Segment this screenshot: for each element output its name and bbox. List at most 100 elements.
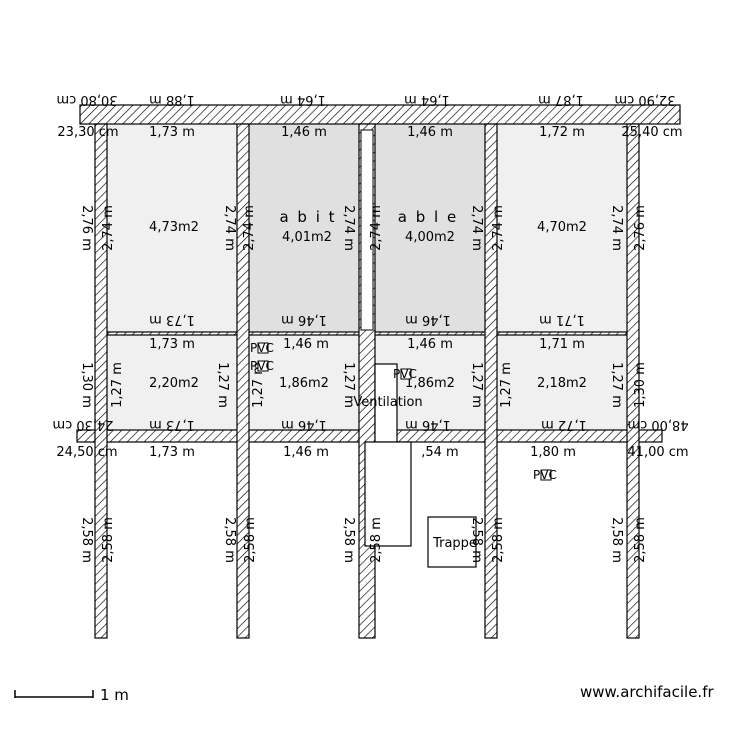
dim-v-upper-right-outer: 2,76 m: [633, 205, 648, 251]
dim-leg-4a: 2,58 m: [469, 517, 484, 563]
area-room-1: 4,73m2: [149, 220, 199, 235]
ventilation-duct-lower: [364, 441, 412, 547]
lower-bottom-dimensions: 24,30 cm 1,73 m 1,46 m 1,46 m 1,72 m 48,…: [52, 417, 688, 432]
pvc-label-4: PVC: [533, 468, 557, 482]
dim-leg-1b: 2,58 m: [101, 517, 116, 563]
dim-below-1: 24,50 cm: [56, 445, 117, 460]
lower-top-dimensions: 1,73 m 1,46 m 1,46 m 1,71 m: [149, 337, 585, 352]
pvc-marker-1: [257, 342, 269, 354]
wall-right: [626, 123, 640, 639]
dim-lower-top-2: 1,46 m: [283, 337, 329, 352]
top-inner-dimensions: 23,30 cm 1,73 m 1,46 m 1,46 m 1,72 m 25,…: [57, 125, 682, 140]
pvc-marker-4: [540, 469, 552, 481]
dim-top-inner-5: 1,72 m: [539, 125, 585, 140]
wall-v2: [236, 123, 250, 639]
dim-top-inner-2: 1,73 m: [149, 125, 195, 140]
scale-bar: [14, 690, 94, 698]
dim-v-upper-5: 2,74 m: [369, 205, 384, 251]
trappe-label: Trappe: [432, 536, 477, 551]
area-room-7: 1,86m2: [405, 376, 455, 391]
top-outer-dimensions: 30,80 cm 1,88 m 1,64 m 1,64 m 1,87 m 32,…: [56, 92, 675, 107]
pvc-markers: PVC PVC PVC PVC: [250, 341, 557, 482]
dim-v-lower-7: 1,27 m: [609, 362, 624, 408]
pvc-label-3: PVC: [393, 367, 417, 381]
dim-v-upper-left-outer: 2,76 m: [79, 205, 94, 251]
dim-corridor-left-top: 24,30 cm: [52, 417, 113, 432]
dim-lower-top-3: 1,46 m: [407, 337, 453, 352]
dim-lower-top-4: 1,71 m: [539, 337, 585, 352]
dim-top-inner-1: 23,30 cm: [57, 125, 118, 140]
dim-lower-bottom-4: 1,72 m: [541, 417, 587, 432]
dim-v-lower-6: 1,27 m: [499, 362, 514, 408]
dim-v-upper-8: 2,74 m: [609, 205, 624, 251]
dim-upper-bottom-2: 1,46 m: [281, 312, 327, 327]
dim-v-upper-4: 2,74 m: [341, 205, 356, 251]
room-word-right: a b l e: [398, 208, 458, 226]
ventilation-label: Ventilation: [353, 395, 422, 410]
dim-top-outer-5: 1,87 m: [538, 92, 584, 107]
dim-v-lower-1: 1,27 m: [110, 362, 125, 408]
dim-v-lower-5: 1,27 m: [469, 362, 484, 408]
dim-top-inner-6: 25,40 cm: [621, 125, 682, 140]
dim-leg-5b: 2,58 m: [633, 517, 648, 563]
scale-label: 1 m: [100, 686, 129, 704]
upper-vertical-dimensions: 2,76 m 2,74 m 2,74 m 2,74 m 2,74 m 2,74 …: [79, 205, 648, 251]
area-room-3: 4,00m2: [405, 230, 455, 245]
dim-corridor-right-top: 48,00 cm: [627, 417, 688, 432]
lower-vertical-dimensions: 1,30 m 1,27 m 1,27 m 1,27 m 1,27 m 1,27 …: [79, 362, 648, 408]
dim-v-lower-3: 1,27 m: [251, 362, 266, 408]
upper-bottom-dimensions: 1,73 m 1,46 m 1,46 m 1,71 m: [149, 312, 585, 327]
trappe-hatch: [427, 516, 477, 568]
dim-v-upper-6: 2,74 m: [469, 205, 484, 251]
dim-v-upper-7: 2,74 m: [491, 205, 506, 251]
rooms: [107, 124, 627, 430]
dim-below-2: 1,73 m: [149, 445, 195, 460]
room-5: [107, 335, 237, 430]
dim-v-lower-left-outer: 1,30 m: [79, 362, 94, 408]
dim-lower-bottom-2: 1,46 m: [281, 417, 327, 432]
dim-top-inner-4: 1,46 m: [407, 125, 453, 140]
dim-top-outer-4: 1,64 m: [404, 92, 450, 107]
dim-lower-bottom-1: 1,73 m: [149, 417, 195, 432]
dim-below-4: ,54 m: [421, 445, 458, 460]
dim-v-lower-4: 1,27 m: [341, 362, 356, 408]
dim-leg-4b: 2,58 m: [491, 517, 506, 563]
watermark-url: www.archifacile.fr: [580, 683, 714, 701]
room-2: [249, 124, 359, 332]
dim-top-outer-1: 30,80 cm: [56, 92, 117, 107]
wall-left: [94, 123, 108, 639]
pvc-marker-2: [257, 360, 269, 372]
dim-leg-5a: 2,58 m: [609, 517, 624, 563]
pvc-label-2: PVC: [250, 359, 274, 373]
area-room-4: 4,70m2: [537, 220, 587, 235]
dim-leg-2b: 2,58 m: [243, 517, 258, 563]
dim-v-lower-right-outer: 1,30 m: [633, 362, 648, 408]
below-corridor-dimensions: 24,50 cm 1,73 m 1,46 m ,54 m 1,80 m 41,0…: [56, 445, 688, 460]
dim-v-upper-3: 2,74 m: [242, 205, 257, 251]
dim-v-lower-2: 1,27 m: [215, 362, 230, 408]
dim-upper-bottom-1: 1,73 m: [149, 312, 195, 327]
dim-upper-bottom-3: 1,46 m: [405, 312, 451, 327]
dim-leg-3b: 2,58 m: [369, 517, 384, 563]
leg-vertical-dimensions: 2,58 m 2,58 m 2,58 m 2,58 m 2,58 m 2,58 …: [79, 517, 648, 563]
room-areas: 4,73m2 4,01m2 4,00m2 4,70m2 2,20m2 1,86m…: [149, 220, 587, 391]
dim-top-inner-3: 1,46 m: [281, 125, 327, 140]
pvc-label-1: PVC: [250, 341, 274, 355]
dim-top-outer-6: 32,90 cm: [614, 92, 675, 107]
room-3: [375, 124, 485, 332]
dim-lower-bottom-3: 1,46 m: [405, 417, 451, 432]
room-word-left: a b i t: [279, 208, 336, 226]
room-4: [497, 124, 627, 332]
dim-v-upper-1: 2,74 m: [101, 205, 116, 251]
area-room-8: 2,18m2: [537, 376, 587, 391]
area-room-5: 2,20m2: [149, 376, 199, 391]
walls: [76, 104, 681, 639]
dim-lower-top-1: 1,73 m: [149, 337, 195, 352]
dim-below-6: 41,00 cm: [627, 445, 688, 460]
dim-top-outer-3: 1,64 m: [280, 92, 326, 107]
room-8: [497, 335, 627, 430]
dim-upper-bottom-4: 1,71 m: [539, 312, 585, 327]
dim-leg-2a: 2,58 m: [222, 517, 237, 563]
dim-v-upper-2: 2,74 m: [222, 205, 237, 251]
